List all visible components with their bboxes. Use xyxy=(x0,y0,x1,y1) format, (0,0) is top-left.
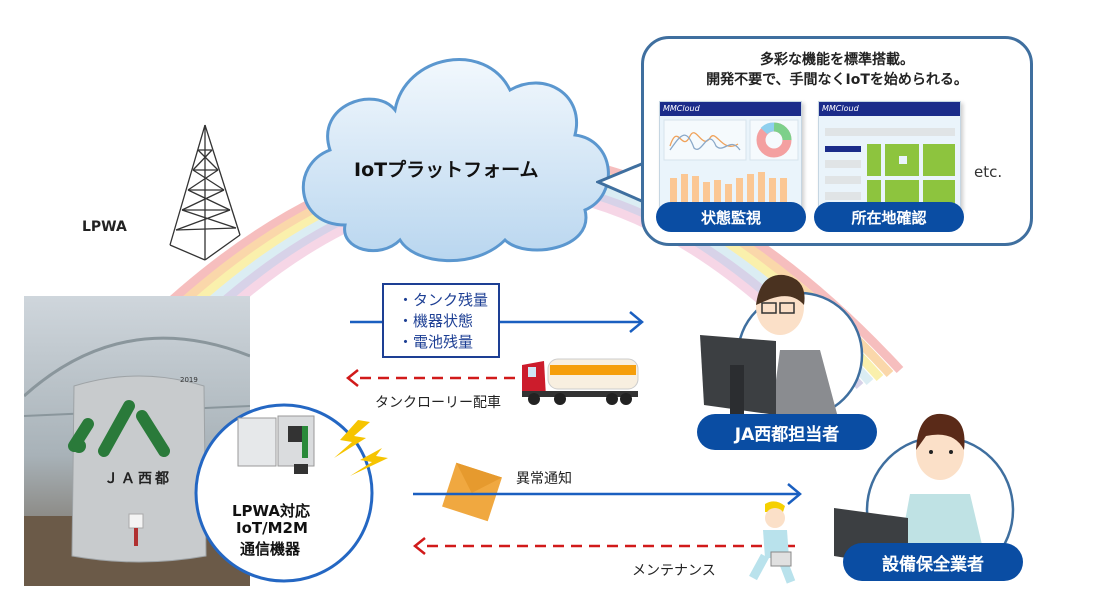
notification-arrows xyxy=(412,483,802,555)
lightning-icon xyxy=(334,420,388,476)
status-monitoring-pill: 状態監視 xyxy=(656,202,806,232)
tank-year: 2019 xyxy=(180,376,198,384)
bubble-pointer xyxy=(596,161,645,204)
iot-device-icon xyxy=(237,415,315,474)
radio-tower-icon xyxy=(169,124,241,261)
anomaly-notice-label: 異常通知 xyxy=(516,471,572,487)
monitoring-card: MMCloud xyxy=(659,101,802,211)
etc-label: etc. xyxy=(974,163,1003,181)
ja-staff-pill: JA西都担当者 xyxy=(697,414,877,450)
features-title-line2: 開発不要で、手間なくIoTを始められる。 xyxy=(706,72,968,88)
data-item-tank-level: ・タンク残量 xyxy=(398,291,489,309)
tank-photo: 2019 ＪＡ西都 xyxy=(24,296,250,586)
location-card: MMCloud xyxy=(818,101,961,211)
cloud-label: IoTプラットフォーム xyxy=(354,159,539,181)
envelope-icon xyxy=(442,462,502,522)
device-label-line2: IoT/M2M xyxy=(236,519,308,537)
data-items-box: ・タンク残量 ・機器状態 ・電池残量 xyxy=(382,283,500,358)
data-item-device-status: ・機器状態 xyxy=(398,312,474,330)
tanker-truck-icon xyxy=(522,358,639,405)
dashboard-charts-icon xyxy=(663,119,799,208)
card-brand: MMCloud xyxy=(819,102,960,116)
data-item-battery: ・電池残量 xyxy=(398,333,474,351)
features-callout: 多彩な機能を標準搭載。 開発不要で、手間なくIoTを始められる。 MMCloud… xyxy=(641,36,1033,246)
maintenance-label: メンテナンス xyxy=(632,563,716,579)
tanker-dispatch-label: タンクローリー配車 xyxy=(375,395,501,411)
maintenance-company-pill: 設備保全業者 xyxy=(843,543,1023,581)
greenhouse-frame xyxy=(24,336,250,586)
card-brand: MMCloud xyxy=(660,102,801,116)
ja-staff-avatar xyxy=(700,274,864,425)
location-check-pill: 所在地確認 xyxy=(814,202,964,232)
maintenance-worker-icon xyxy=(749,501,796,584)
cloud-shape xyxy=(301,58,610,263)
features-title-line1: 多彩な機能を標準搭載。 xyxy=(760,52,914,68)
lpwa-label: LPWA xyxy=(82,219,127,235)
device-label-line3: 通信機器 xyxy=(240,540,301,558)
device-label-line1: LPWA対応 xyxy=(232,502,311,520)
tank-ja-text: ＪＡ西都 xyxy=(104,471,172,487)
map-icon xyxy=(825,128,955,210)
